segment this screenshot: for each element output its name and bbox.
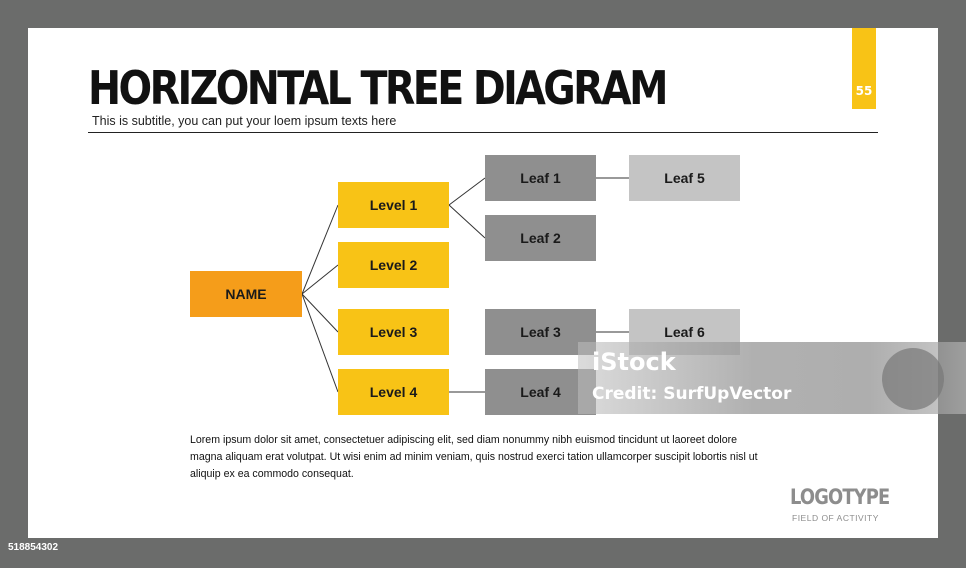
page-number: 55	[855, 84, 873, 98]
tree-leaf-2-node: Leaf 2	[485, 215, 596, 261]
connector-root-level-4	[301, 293, 339, 393]
connector-level-1-leaf-2	[448, 204, 486, 239]
tree-level-4-node: Level 4	[338, 369, 449, 415]
tree-leaf-4-node: Leaf 4	[485, 369, 596, 415]
watermark-credit: Credit: SurfUpVector	[592, 384, 792, 404]
connector-root-level-2	[301, 264, 339, 295]
watermark-brand: iStock	[592, 348, 676, 376]
connector-level-1-leaf-1	[448, 177, 486, 206]
logotype: LOGOTYPE	[790, 485, 890, 509]
tree-level-1-node: Level 1	[338, 182, 449, 228]
watermark-circle-icon	[882, 348, 944, 410]
slide: HORIZONTAL TREE DIAGRAM This is subtitle…	[28, 28, 938, 538]
connector-root-level-3	[301, 293, 339, 333]
tree-level-2-node: Level 2	[338, 242, 449, 288]
tree-connectors	[301, 177, 629, 393]
connector-root-level-1	[301, 204, 339, 295]
tree-level-3-node: Level 3	[338, 309, 449, 355]
tree-leaf-5-node: Leaf 5	[629, 155, 740, 201]
title-divider	[88, 132, 878, 133]
tree-root-node: NAME	[190, 271, 302, 317]
tree-leaf-3-node: Leaf 3	[485, 309, 596, 355]
slide-subtitle: This is subtitle, you can put your loem …	[92, 114, 397, 128]
body-paragraph: Lorem ipsum dolor sit amet, consectetuer…	[190, 434, 758, 480]
slide-title: HORIZONTAL TREE DIAGRAM	[88, 61, 668, 115]
tree-leaf-1-node: Leaf 1	[485, 155, 596, 201]
stock-watermark: iStock Credit: SurfUpVector	[578, 342, 966, 414]
logotype-subtitle: FIELD OF ACTIVITY	[792, 513, 879, 523]
image-id: 518854302	[8, 542, 59, 553]
page-number-tab	[852, 28, 876, 109]
